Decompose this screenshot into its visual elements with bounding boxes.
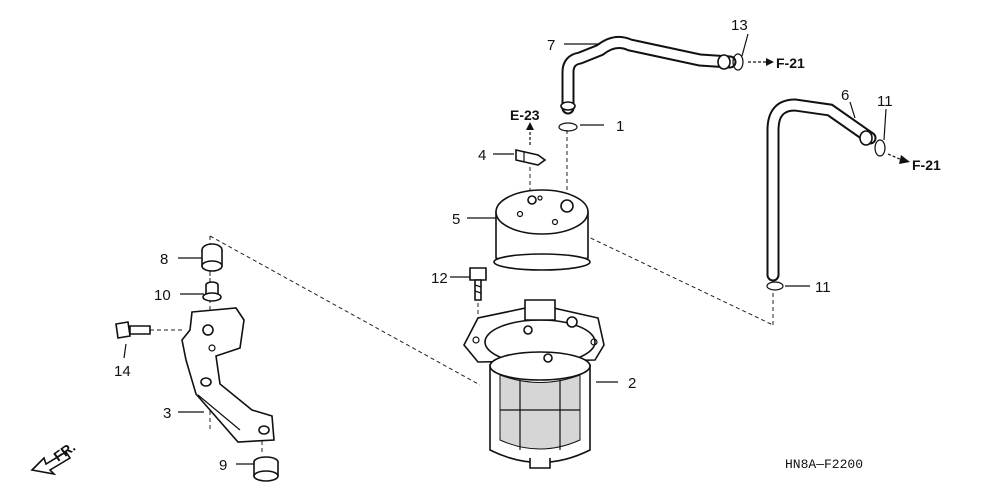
callout-13: 13 [731, 17, 748, 34]
callout-6: 6 [841, 87, 849, 104]
grommet-8 [201, 243, 223, 272]
callout-11-lower: 11 [815, 279, 831, 296]
ref-f21-top: F-21 [776, 55, 805, 71]
fuel-filter-2 [463, 299, 605, 469]
fuel-hose-upper [560, 35, 737, 115]
ref-f21-right: F-21 [912, 157, 941, 173]
bolt-12 [469, 267, 487, 301]
diagram-code: HN8A—F2200 [785, 457, 863, 472]
bolt-14 [115, 321, 151, 339]
filter-cover-5 [493, 189, 591, 271]
o-ring-1 [558, 122, 578, 132]
front-direction-arrow: FR. [30, 438, 78, 476]
fitting-4 [515, 148, 547, 166]
fuel-hose-right [766, 98, 877, 282]
callout-3: 3 [163, 405, 171, 422]
callout-14: 14 [114, 363, 131, 380]
callout-11-upper: 11 [877, 93, 893, 110]
leader-lines [123, 33, 887, 465]
callout-1: 1 [616, 118, 624, 135]
grommet-9 [253, 456, 279, 482]
callout-12: 12 [431, 270, 448, 287]
hose-clip-13 [732, 53, 744, 71]
hose-clip-11-upper [874, 139, 886, 157]
ref-e23: E-23 [510, 107, 540, 123]
reference-arrows [526, 58, 910, 164]
callout-8: 8 [160, 251, 168, 268]
callout-10: 10 [154, 287, 171, 304]
bracket-3 [181, 307, 275, 443]
hose-clip-11-lower [766, 281, 784, 291]
callout-9: 9 [219, 457, 227, 474]
callout-5: 5 [452, 211, 460, 228]
collar-10 [202, 281, 222, 302]
callout-4: 4 [478, 147, 486, 164]
callout-2: 2 [628, 375, 636, 392]
callout-7: 7 [547, 37, 555, 54]
